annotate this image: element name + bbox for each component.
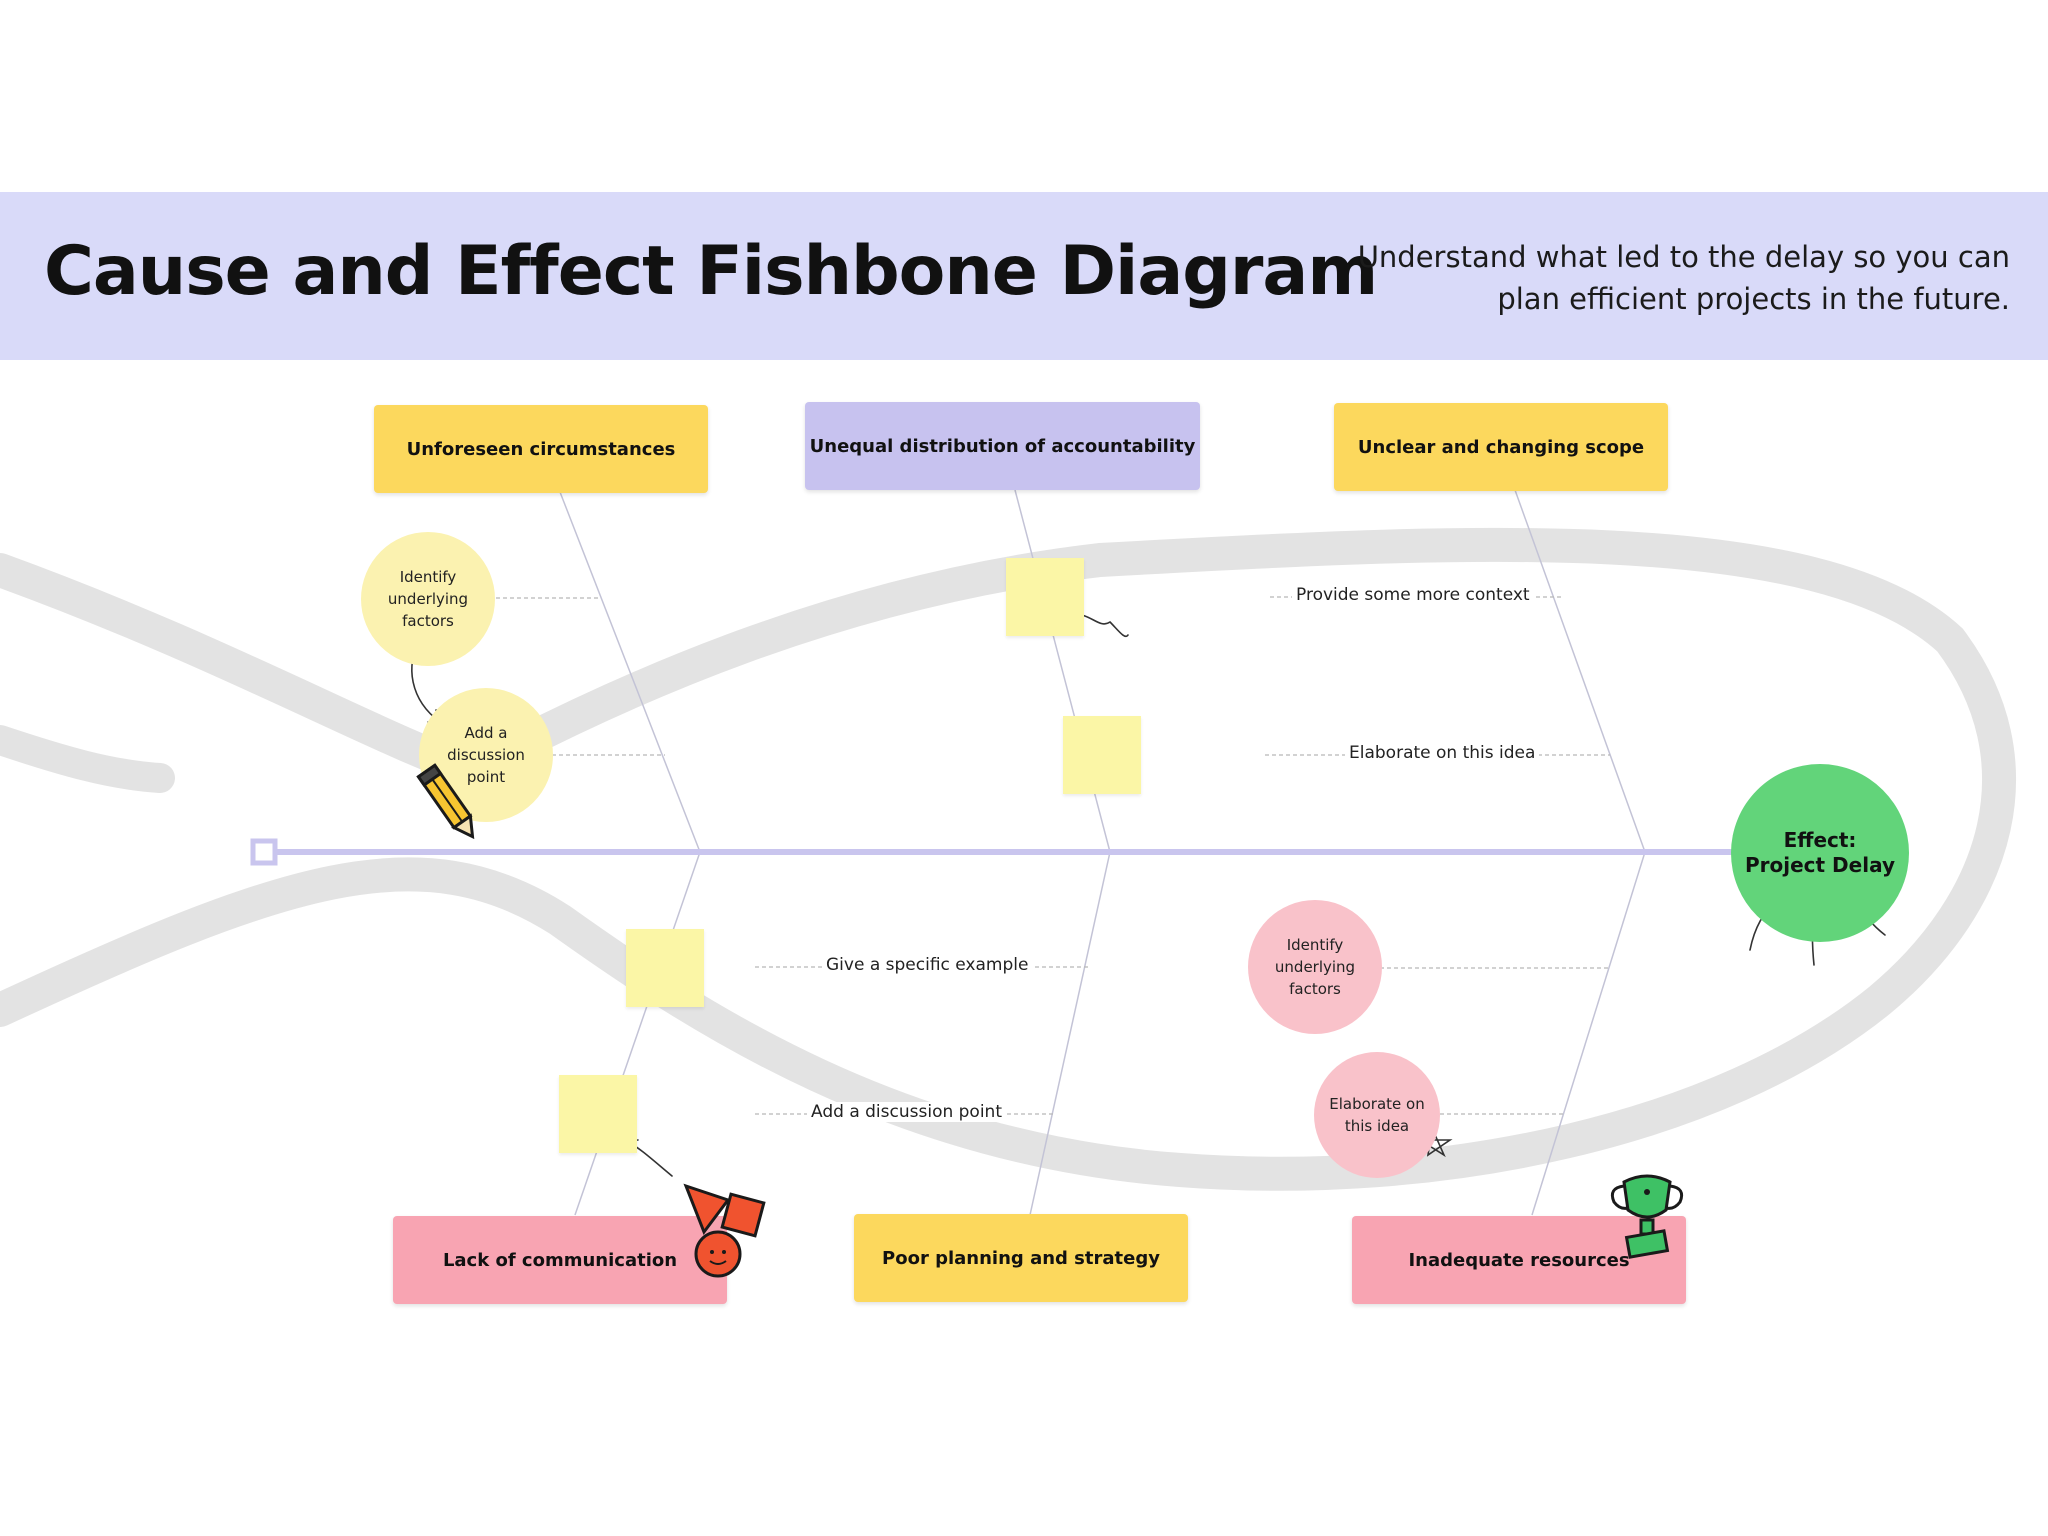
fish-outline [0, 527, 2017, 1191]
circle-text: Identify underlying factors [387, 568, 469, 630]
idea-circle-identify-factors-2[interactable]: Identify underlying factors [1248, 900, 1382, 1034]
bone-top-right [1514, 489, 1646, 853]
category-poor-planning[interactable]: Poor planning and strategy [854, 1214, 1188, 1302]
sticky-note[interactable] [1063, 716, 1141, 794]
sticky-note[interactable] [626, 929, 704, 1007]
idea-circle-elaborate[interactable]: Elaborate on this idea [1314, 1052, 1440, 1178]
bone-bottom-left [574, 851, 701, 1216]
spine-start-handle [250, 838, 278, 866]
idea-circle-identify-factors[interactable]: Identify underlying factors [361, 532, 495, 666]
note-specific-example[interactable]: Give a specific example [822, 955, 1033, 975]
trophy-sticker-icon [1610, 1174, 1684, 1259]
effect-circle[interactable]: Effect: Project Delay [1731, 764, 1909, 942]
header-banner [0, 192, 2048, 360]
circle-text: Identify underlying factors [1274, 936, 1356, 998]
bone-top-left [559, 491, 701, 853]
category-unforeseen-circumstances[interactable]: Unforeseen circumstances [374, 405, 708, 493]
circle-text: Elaborate on this idea [1329, 1095, 1425, 1135]
squiggle-arrow-doodle [1067, 613, 1129, 638]
bone-bottom-middle [1029, 851, 1111, 1216]
page-subtitle: Understand what led to the delay so you … [1357, 240, 2010, 316]
pencil-icon [416, 763, 475, 840]
fish-tail [0, 725, 175, 793]
circle-text: Add a discussion point [447, 724, 525, 786]
bone-bottom-right [1531, 851, 1646, 1216]
effect-label: Effect: [1783, 828, 1857, 852]
category-unclear-scope[interactable]: Unclear and changing scope [1334, 403, 1668, 491]
shapes-sticker-icon [683, 1183, 766, 1278]
note-discussion-point[interactable]: Add a discussion point [807, 1102, 1007, 1122]
effect-value: Project Delay [1745, 853, 1895, 877]
category-unequal-accountability[interactable]: Unequal distribution of accountability [805, 402, 1200, 490]
note-elaborate[interactable]: Elaborate on this idea [1345, 743, 1540, 763]
note-provide-context[interactable]: Provide some more context [1292, 585, 1534, 605]
sticky-note[interactable] [559, 1075, 637, 1153]
page-title: Cause and Effect Fishbone Diagram [44, 232, 1378, 311]
category-inadequate-resources[interactable]: Inadequate resources [1352, 1216, 1686, 1304]
sticky-note[interactable] [1006, 558, 1084, 636]
category-lack-of-communication[interactable]: Lack of communication [393, 1216, 727, 1304]
